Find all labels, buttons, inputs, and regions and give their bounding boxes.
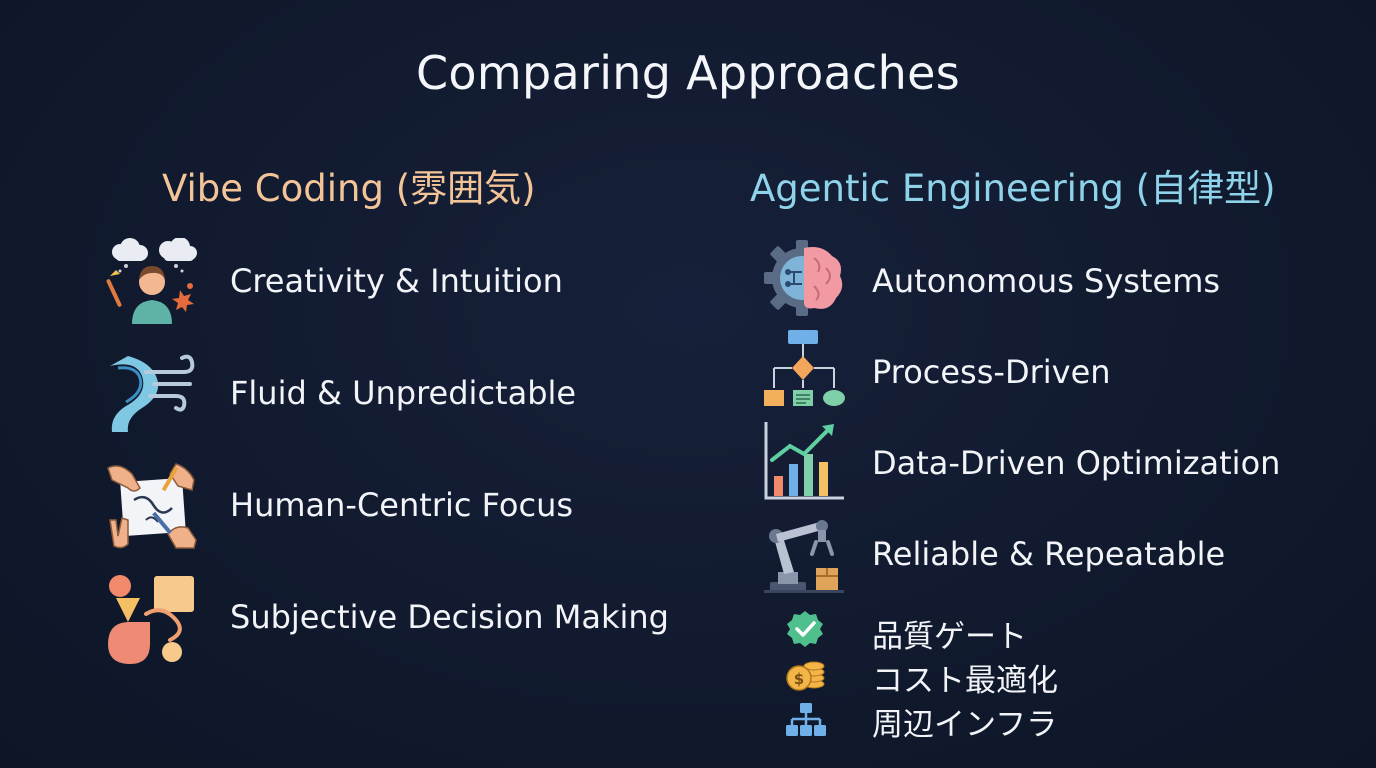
check-badge-icon — [787, 611, 823, 647]
quality-gate-label: 品質ゲート — [872, 619, 1027, 655]
reliable-repeatable-label: Reliable & Repeatable — [872, 535, 1226, 573]
human-centric-label: Human-Centric Focus — [230, 486, 574, 524]
brain-gear-icon — [764, 240, 843, 316]
coins-icon: $ — [786, 661, 825, 691]
creativity-intuition-label: Creativity & Intuition — [230, 262, 563, 300]
svg-text:$: $ — [794, 670, 804, 688]
page-title: Comparing Approaches — [416, 46, 960, 100]
peripheral-infra-label: 周辺インフラ — [872, 707, 1058, 743]
growth-chart-icon — [764, 422, 844, 500]
creative-person-icon — [106, 238, 197, 324]
autonomous-systems-label: Autonomous Systems — [872, 262, 1221, 300]
robot-arm-icon — [764, 520, 844, 593]
flowchart-icon — [764, 330, 845, 406]
subjective-decision-label: Subjective Decision Making — [230, 598, 669, 636]
vibe-coding-heading: Vibe Coding (雰囲気) — [162, 167, 536, 210]
process-driven-label: Process-Driven — [872, 353, 1111, 391]
hierarchy-icon — [786, 703, 826, 736]
agentic-engineering-heading: Agentic Engineering (自律型) — [750, 167, 1276, 210]
hands-collaboration-icon — [107, 463, 197, 549]
cost-optimization-label: コスト最適化 — [872, 663, 1058, 699]
fluid-unpredictable-label: Fluid & Unpredictable — [230, 374, 577, 412]
river-wind-icon — [110, 354, 195, 432]
abstract-shapes-icon — [108, 575, 194, 664]
data-driven-label: Data-Driven Optimization — [872, 444, 1281, 482]
